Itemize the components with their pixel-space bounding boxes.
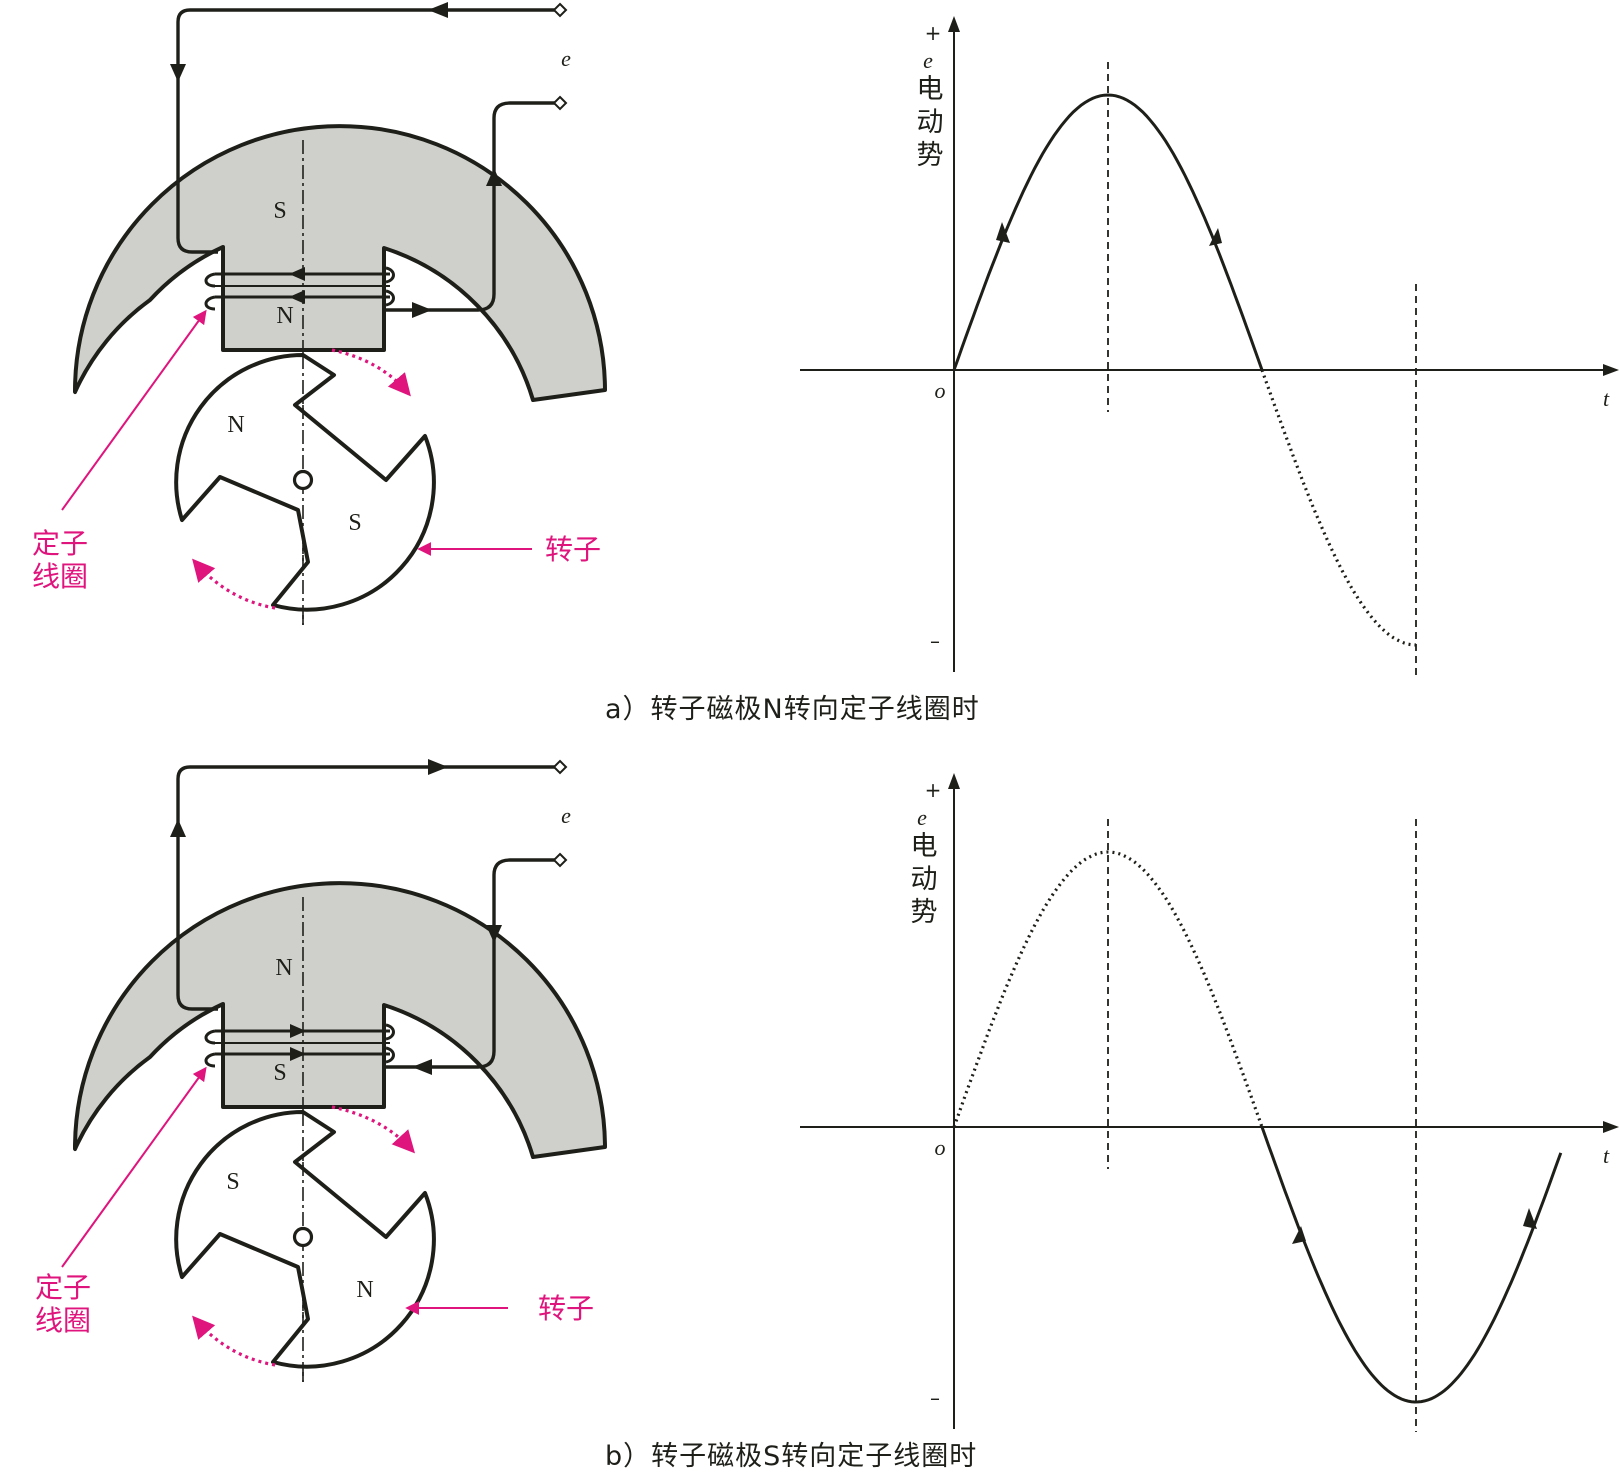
- lead-arrow-up: [486, 168, 502, 186]
- coil-pointer: [61, 1066, 207, 1268]
- terminal-top: [552, 2, 568, 18]
- rotation-arrow-top: [331, 348, 411, 397]
- rotation-arrow-bottom: [192, 558, 276, 610]
- curve-arrow-rise: [1523, 1208, 1537, 1229]
- generator-diagram-b: N S e S: [35, 759, 607, 1382]
- lead-arrow-top: [428, 2, 448, 18]
- stator-pole-label: N: [275, 955, 292, 981]
- plus-sign: +: [925, 778, 942, 802]
- lead-arrow-left: [170, 819, 186, 837]
- terminal-label: e: [561, 46, 571, 71]
- stator-pole-label: S: [273, 198, 286, 224]
- coil-pole-label: N: [276, 303, 293, 329]
- rotor-label: 转子: [538, 1292, 594, 1325]
- coil-arrow-1: [289, 267, 305, 281]
- curve-arrow-fall: [1209, 228, 1222, 246]
- plus-sign: +: [925, 21, 942, 45]
- e-axis-label: e: [923, 48, 933, 73]
- rotor-shaft: [292, 469, 314, 491]
- lead-arrow-right: [412, 1059, 432, 1075]
- rotor-pole-lower: S: [348, 510, 361, 536]
- coil-pole-label: S: [273, 1060, 286, 1086]
- origin-label: o: [935, 378, 946, 403]
- rotation-arrow-top: [331, 1105, 416, 1154]
- lead-arrow-right: [412, 302, 432, 318]
- rotor-pole-lower: N: [356, 1277, 373, 1303]
- rotor-pole-upper: N: [227, 412, 244, 438]
- x-axis-arrow: [1603, 364, 1619, 376]
- minus-sign: –: [930, 629, 940, 653]
- terminal-top: [552, 759, 568, 775]
- t-axis-label: t: [1603, 1143, 1610, 1168]
- coil-label-line1: 定子: [32, 527, 88, 560]
- y-axis-arrow: [948, 16, 960, 32]
- coil-arrow-1: [290, 1024, 306, 1038]
- terminal-bottom: [552, 852, 568, 868]
- lead-wire-bottom: [386, 101, 560, 312]
- coil-label-line1: 定子: [35, 1271, 91, 1304]
- coil-pointer: [61, 309, 207, 511]
- stator-yoke: [72, 124, 607, 402]
- curve-arrow-fall: [1292, 1226, 1306, 1244]
- ylabel-char-3: 势: [911, 897, 938, 928]
- t-axis-label: t: [1603, 386, 1610, 411]
- emf-plot-b: + – o t e 电 动 势: [800, 773, 1619, 1432]
- x-axis-arrow: [1603, 1121, 1619, 1133]
- coil-label-line2: 线圈: [35, 1304, 91, 1337]
- terminal-label: e: [561, 803, 571, 828]
- lead-arrow-left: [170, 64, 186, 82]
- ylabel-char-1: 电: [917, 74, 944, 105]
- generator-diagram-a: S N e: [32, 2, 607, 625]
- ylabel-char-3: 势: [917, 140, 944, 171]
- emf-plot-a: + – o t e 电 动 势: [800, 16, 1619, 675]
- emf-curve-solid: [1260, 1126, 1563, 1404]
- panel-b: N S e S: [35, 759, 1619, 1472]
- curve-arrow-rise: [996, 222, 1010, 243]
- ylabel-char-2: 动: [911, 864, 938, 895]
- caption-b: b）转子磁极S转向定子线圈时: [605, 1441, 977, 1472]
- lead-wire-top: [176, 8, 560, 254]
- lead-arrow-top: [428, 759, 448, 775]
- lead-arrow-down: [486, 925, 502, 943]
- emf-curve-dotted: [952, 850, 1264, 1128]
- minus-sign: –: [930, 1386, 940, 1410]
- rotor-pole-upper: S: [226, 1169, 239, 1195]
- coil-arrow-2: [290, 1047, 306, 1061]
- ylabel-char-2: 动: [917, 107, 944, 138]
- coil-arrow-2: [289, 290, 305, 304]
- rotor-shaft: [292, 1226, 314, 1248]
- lead-wire-top: [176, 765, 560, 1011]
- y-axis-arrow: [948, 773, 960, 789]
- stator-yoke: [72, 881, 607, 1159]
- emf-curve-dotted: [1260, 369, 1417, 647]
- caption-a: a）转子磁极N转向定子线圈时: [605, 694, 980, 725]
- ylabel-char-1: 电: [911, 831, 938, 862]
- lead-wire-bottom: [386, 858, 560, 1069]
- origin-label: o: [935, 1135, 946, 1160]
- e-axis-label: e: [917, 805, 927, 830]
- terminal-bottom: [552, 95, 568, 111]
- rotor-label: 转子: [545, 533, 601, 566]
- panel-a: S N e: [32, 2, 1619, 725]
- rotation-arrow-bottom: [192, 1315, 276, 1367]
- coil-label-line2: 线圈: [32, 560, 88, 593]
